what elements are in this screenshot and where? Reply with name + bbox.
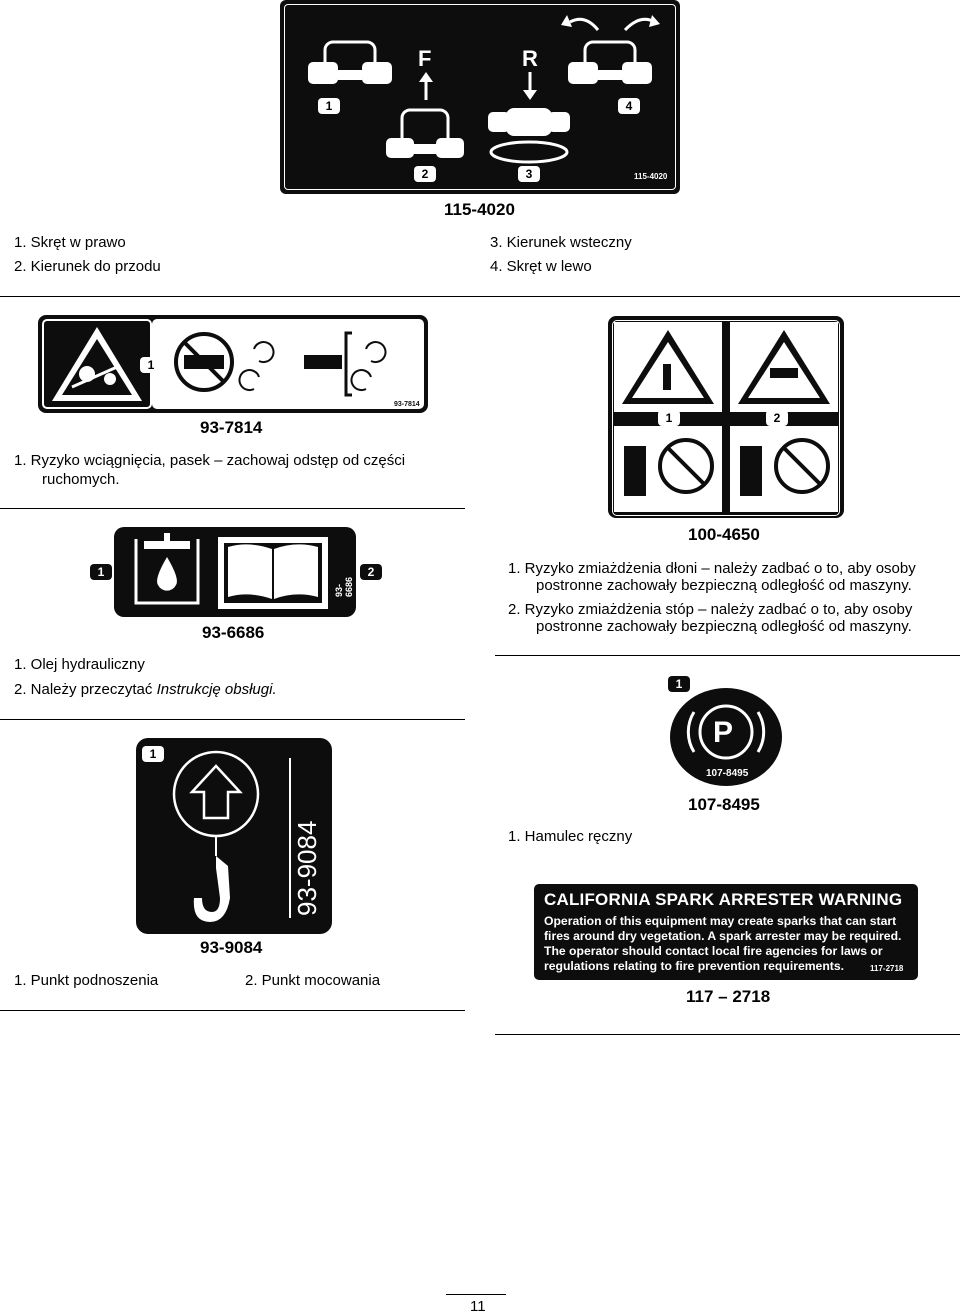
- callout-2: 2: [766, 410, 788, 426]
- callout-2: 2: [414, 166, 436, 182]
- page-number: 11: [470, 1298, 486, 1315]
- legend-item-text: 2. Należy przeczytać: [14, 681, 157, 698]
- tiny-code: 93-6686: [334, 576, 354, 597]
- legend-item: 1. Ryzyko wciągnięcia, pasek – zachowaj …: [14, 452, 406, 469]
- legend-item: 1. Ryzyko zmiażdżenia dłoni – należy zad…: [508, 560, 916, 577]
- hydraulic-oil-manual-icon: [134, 533, 328, 609]
- divider: [0, 508, 465, 509]
- warning-line: fires around dry vegetation. A spark arr…: [544, 929, 902, 943]
- tiny-code: 107-8495: [706, 768, 749, 779]
- tiny-code: 117-2718: [870, 964, 904, 973]
- vertical-code: 93-9084: [292, 820, 322, 916]
- legend-item: postronne zachowały bezpieczną odległość…: [536, 618, 912, 635]
- decal-code-107-8495: 107-8495: [688, 795, 760, 814]
- letter-f: F: [418, 46, 432, 71]
- no-hand-icon: [174, 331, 387, 397]
- callout-2: 2: [360, 564, 382, 580]
- divider: [495, 655, 960, 656]
- decal-93-9084: 1 93-9084: [136, 738, 332, 934]
- lift-point-icon: [172, 750, 291, 922]
- legend-item: 2. Kierunek do przodu: [14, 258, 161, 275]
- divider: [0, 719, 465, 720]
- callout-4: 4: [618, 98, 640, 114]
- warning-line: Operation of this equipment may create s…: [544, 914, 897, 928]
- legend-item: 1. Olej hydrauliczny: [14, 656, 145, 673]
- manual-title: Instrukcję obsługi.: [156, 681, 277, 698]
- callout-1: 1: [658, 410, 680, 426]
- decal-code-93-9084: 93-9084: [200, 938, 263, 957]
- decal-93-7814: 1 93-7814: [38, 315, 428, 413]
- legend-item: 3. Kierunek wsteczny: [490, 234, 632, 251]
- decal-115-4020: F R 1 2 3 4 115-4020: [280, 0, 680, 194]
- divider: [0, 1010, 465, 1011]
- entanglement-warning-icon: [52, 327, 142, 401]
- divider: [495, 1034, 960, 1035]
- callout-1: 1: [318, 98, 340, 114]
- tiny-code: 115-4020: [634, 172, 668, 181]
- page-number-rule: [446, 1294, 506, 1295]
- warning-line: regulations relating to fire prevention …: [544, 959, 845, 973]
- callout-1: 1: [142, 746, 164, 762]
- decal-code-115-4020: 115-4020: [444, 200, 515, 219]
- decal-107-8495: P 107-8495: [670, 688, 782, 786]
- legend-item: 2. Należy przeczytać Instrukcję obsługi.: [14, 681, 277, 699]
- letter-r: R: [522, 46, 538, 71]
- callout-1: 1: [90, 564, 112, 580]
- divider: [0, 296, 960, 297]
- decal-100-4650: 1 2 100-4650: [608, 316, 844, 518]
- tiny-code: 100-4650: [800, 502, 830, 509]
- warning-line: The operator should contact local fire a…: [544, 944, 883, 958]
- legend-item: 2. Ryzyko zmiażdżenia stóp – należy zadb…: [508, 601, 913, 618]
- legend-item: postronne zachowały bezpieczną odległość…: [536, 577, 912, 594]
- decal-93-6686: 93-6686: [114, 527, 356, 617]
- tiny-code: 93-7814: [394, 401, 420, 408]
- legend-item: 2. Punkt mocowania: [245, 972, 381, 989]
- legend-item: ruchomych.: [42, 471, 120, 488]
- legend-item: 1. Hamulec ręczny: [508, 828, 633, 845]
- crush-warning-icons: [614, 322, 838, 512]
- parking-brake-icon: [686, 704, 766, 760]
- spark-arrester-warning: CALIFORNIA SPARK ARRESTER WARNING Operat…: [534, 884, 918, 980]
- callout-1: 1: [668, 676, 690, 692]
- legend-item: 1. Skręt w prawo: [14, 234, 126, 251]
- legend-item: 1. Punkt podnoszenia: [14, 972, 159, 989]
- decal-code-100-4650: 100-4650: [688, 525, 760, 544]
- parking-symbol: P: [713, 716, 734, 749]
- warning-title: CALIFORNIA SPARK ARRESTER WARNING: [544, 890, 903, 909]
- decal-code-117-2718: 117 – 2718: [686, 987, 771, 1006]
- steering-diagram-icon: [308, 15, 660, 164]
- legend-item: 4. Skręt w lewo: [490, 258, 592, 275]
- callout-1: 1: [140, 357, 162, 373]
- callout-3: 3: [518, 166, 540, 182]
- decal-code-93-7814: 93-7814: [200, 418, 263, 437]
- decal-code-93-6686: 93-6686: [202, 623, 265, 642]
